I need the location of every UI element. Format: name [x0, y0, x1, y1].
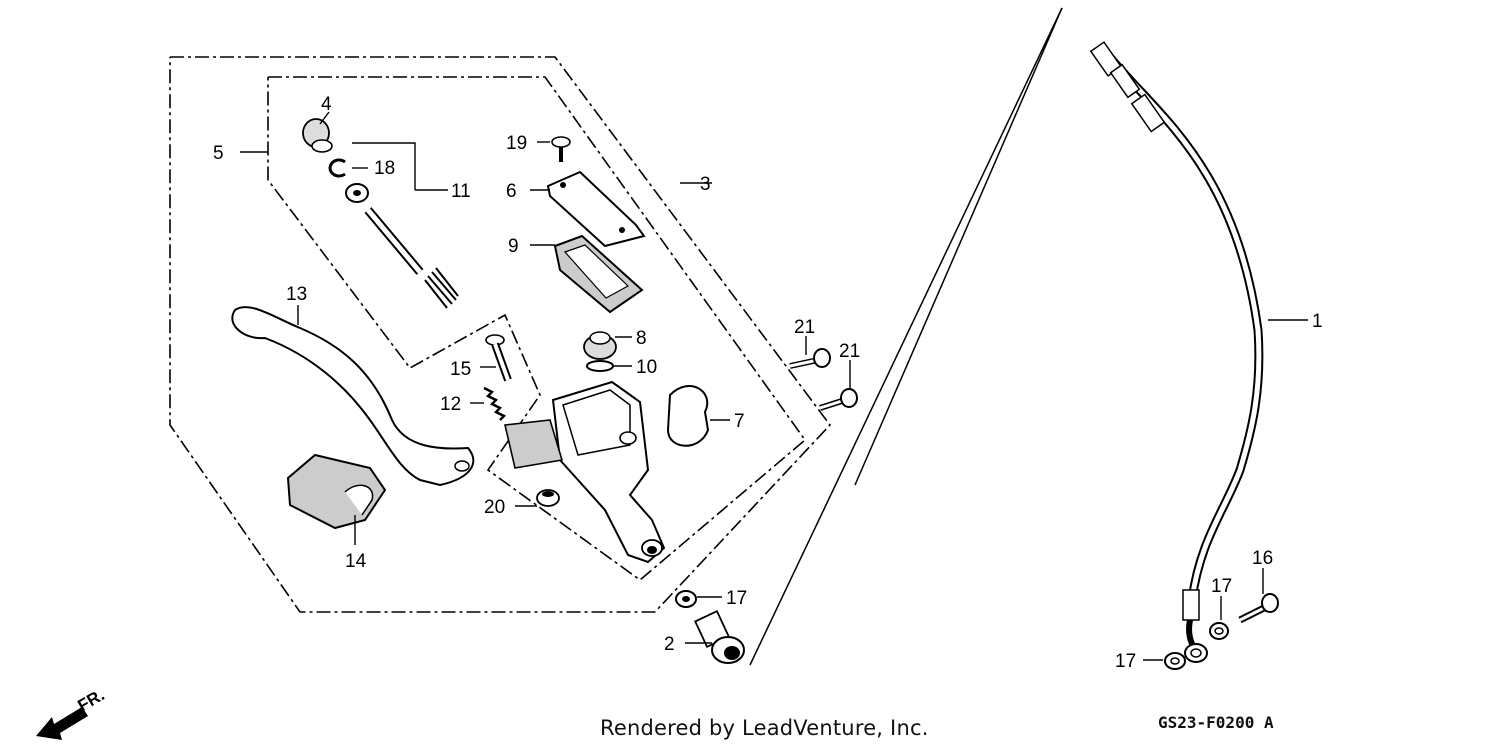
- callout-19: 19: [506, 133, 527, 154]
- diaphragm: [553, 234, 644, 314]
- lever-pivot-bolt: [485, 334, 512, 382]
- cap-screw: [551, 136, 571, 162]
- front-arrow-icon: [36, 707, 88, 740]
- sealing-washer-right-lower: [1164, 652, 1186, 670]
- callout-20: 20: [484, 497, 505, 518]
- callout-14: 14: [345, 551, 367, 572]
- outer-assembly-outline: [169, 56, 832, 613]
- callout-10: 10: [636, 357, 657, 378]
- o-ring: [586, 360, 614, 372]
- callout-4: 4: [321, 94, 332, 115]
- callout-8: 8: [636, 328, 647, 349]
- diagram-code: GS23-F0200 A: [1158, 713, 1274, 732]
- callout-15: 15: [450, 359, 471, 380]
- callout-12: 12: [440, 394, 461, 415]
- callout-2: 2: [664, 634, 675, 655]
- piston-set: [345, 183, 459, 309]
- sealing-washer-left: [675, 590, 697, 608]
- callout-21-lower: 21: [839, 341, 860, 362]
- front-direction-indicator: FR.: [36, 685, 108, 740]
- hose-reference-line-lower: [749, 7, 1063, 666]
- callout-1: 1: [1312, 311, 1323, 332]
- callout-16: 16: [1252, 548, 1273, 569]
- holder-bolt-upper: [789, 348, 831, 369]
- piston-boot: [302, 118, 333, 153]
- brake-hose: [1089, 41, 1264, 663]
- callout-7: 7: [734, 411, 745, 432]
- diaphragm-plate: [583, 331, 617, 360]
- lever-cover: [286, 453, 387, 530]
- bleeder-cap: [536, 489, 560, 507]
- oil-bolt-fitting: [694, 610, 745, 664]
- callout-17-right-lower: 17: [1115, 651, 1136, 672]
- callout-21-upper: 21: [794, 317, 815, 338]
- reservoir-cap: [546, 170, 646, 248]
- callout-17-right-upper: 17: [1211, 576, 1232, 597]
- lever-spring: [483, 386, 507, 421]
- holder-bolt-lower: [819, 388, 858, 411]
- master-cylinder-assembly-outline: [267, 76, 807, 582]
- sealing-washer-right-upper: [1209, 622, 1229, 640]
- master-cylinder-holder: [666, 385, 710, 447]
- brake-lever: [231, 306, 475, 487]
- circlip: [328, 158, 346, 178]
- callout-9: 9: [508, 236, 519, 257]
- leader-lines: [240, 111, 1308, 661]
- master-cylinder-body: [504, 380, 666, 564]
- callout-13: 13: [286, 284, 307, 305]
- callout-3: 3: [700, 174, 711, 195]
- callout-11: 11: [451, 181, 471, 202]
- callout-5: 5: [213, 143, 224, 164]
- render-credit: Rendered by LeadVenture, Inc.: [600, 716, 929, 740]
- callout-17-left: 17: [726, 588, 747, 609]
- piston-set-bracket: [352, 142, 416, 190]
- callout-6: 6: [506, 181, 517, 202]
- oil-bolt: [1238, 593, 1279, 624]
- callout-18: 18: [374, 158, 395, 179]
- hose-reference-line-upper: [854, 7, 1063, 486]
